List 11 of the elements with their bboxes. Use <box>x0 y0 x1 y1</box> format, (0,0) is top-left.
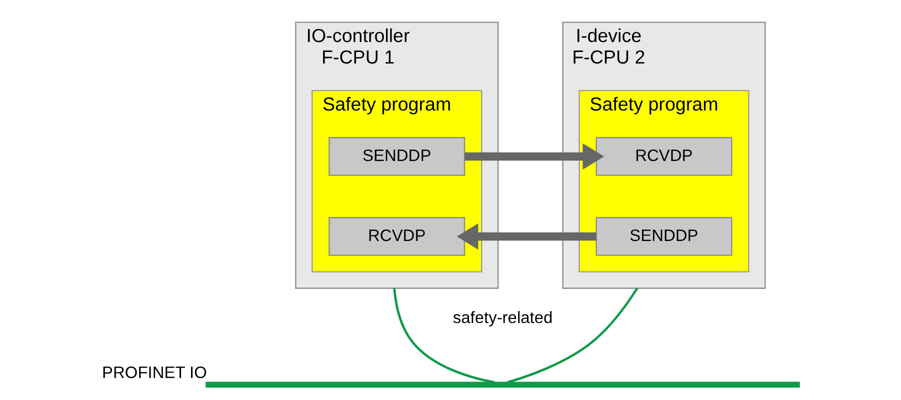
label: safety-related <box>452 309 552 328</box>
node-bar <box>205 382 800 388</box>
connector <box>392 288 494 384</box>
node-box: SENDDP <box>328 137 465 176</box>
arrow <box>456 223 596 250</box>
node-label: PROFINET IO <box>102 364 206 382</box>
arrow <box>464 143 604 170</box>
node-box: RCVDP <box>328 217 465 256</box>
node-box: SENDDP <box>595 217 732 256</box>
node-box: RCVDP <box>595 137 732 176</box>
connector <box>506 288 638 384</box>
